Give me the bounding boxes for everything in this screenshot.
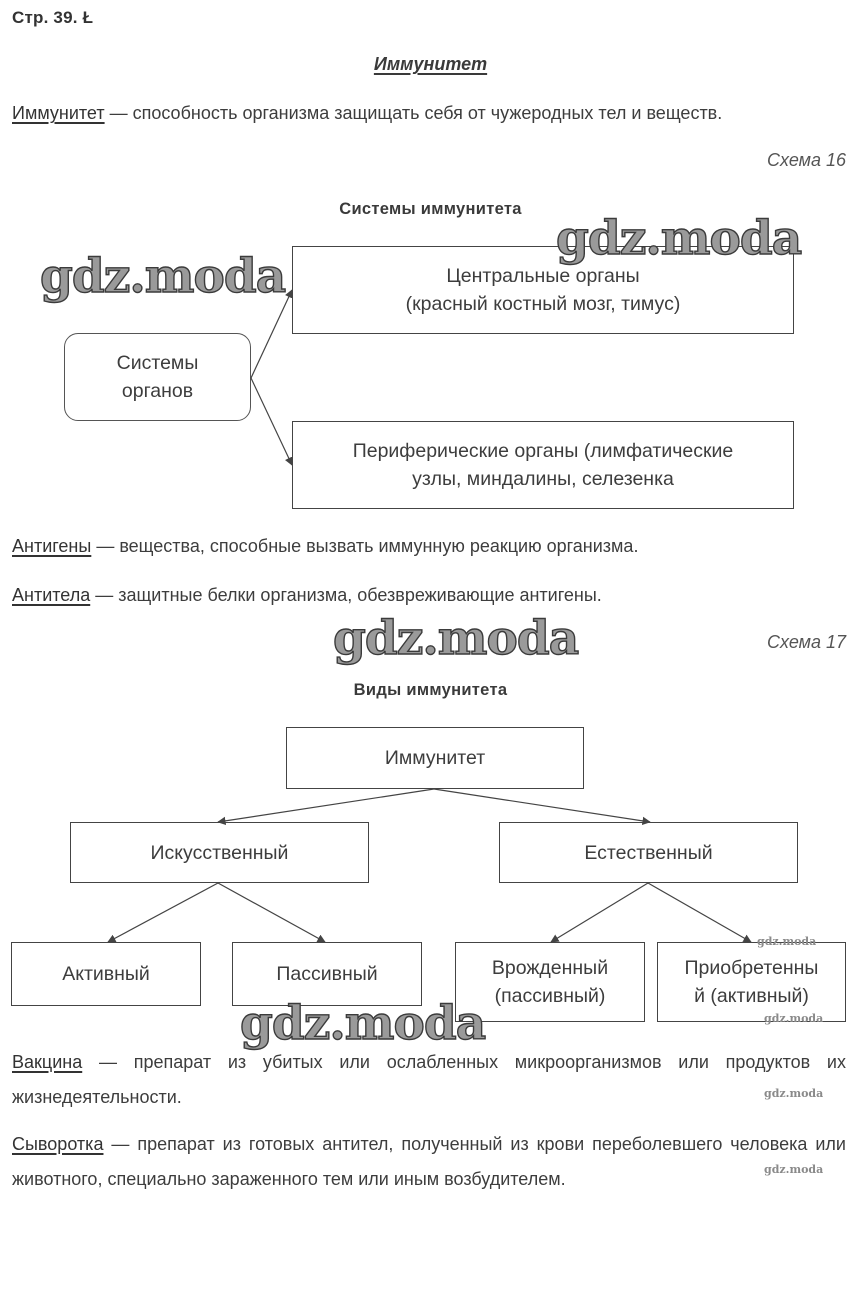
term-antibodies: Антитела [12,585,91,605]
node-innate-line-1: Врожденный [491,957,609,979]
arrow-organ-systems-to-central [250,289,293,379]
node-artificial: Искусственный [70,822,369,883]
node-innate: Врожденный (пассивный) [455,942,645,1022]
node-artificial-label: Искусственный [150,841,289,864]
watermark: gdz.moda [332,611,580,666]
node-acquired-line-2: й (активный) [694,985,809,1007]
schema-17-title: Виды иммунитета [353,681,508,699]
definition-immunity: Иммунитет — способность организма защища… [12,96,846,131]
schema-16-label: Схема 16 [767,150,846,170]
arrow-natural-to-acquired [647,882,752,943]
node-passive: Пассивный [232,942,422,1006]
term-immunity: Иммунитет [12,103,105,123]
definition-immunity-text: — способность организма защищать себя от… [104,103,723,123]
arrow-immunity-to-artificial [217,788,435,826]
watermark: gdz.moda [239,996,487,1051]
arrow-immunity-to-natural [433,788,651,826]
node-immunity: Иммунитет [286,727,584,789]
definition-serum: Сыворотка — препарат из готовых антител,… [12,1127,846,1197]
node-acquired: Приобретенны й (активный) [657,942,846,1022]
node-peripheral-organs-line-2: узлы, миндалины, селезенка [412,468,674,490]
node-organ-systems: Системы органов [64,333,251,421]
arrow-artificial-to-active [107,882,219,943]
term-serum: Сыворотка [12,1134,104,1154]
node-innate-line-2: (пассивный) [494,985,606,1007]
node-central-organs-line-1: Центральные органы [446,265,640,287]
node-immunity-label: Иммунитет [384,747,486,769]
arrow-natural-to-innate [550,882,649,943]
node-organ-systems-line-1: Системы [116,352,199,374]
page-title-text: Иммунитет [373,54,488,74]
page-title: Иммунитет [0,54,861,75]
node-peripheral-organs: Периферические органы (лимфатические узл… [292,421,794,509]
node-central-organs-line-2: (красный костный мозг, тимус) [405,293,681,315]
schema-16-title: Системы иммунитета [339,200,522,218]
definition-vaccine: Вакцина — препарат из убитых или ослабле… [12,1045,846,1115]
definition-antibodies: Антитела — защитные белки организма, обе… [12,578,846,613]
node-central-organs: Центральные органы (красный костный мозг… [292,246,794,334]
term-antigens: Антигены [12,536,92,556]
node-peripheral-organs-line-1: Периферические органы (лимфатические [352,440,734,462]
term-vaccine: Вакцина [12,1052,83,1072]
schema-17-label: Схема 17 [767,632,846,652]
node-organ-systems-line-2: органов [121,380,194,402]
node-natural: Естественный [499,822,798,883]
definition-antigens-text: — вещества, способные вызвать иммунную р… [91,536,639,556]
watermark: gdz.moda [39,249,287,304]
node-passive-label: Пассивный [276,963,378,985]
page-reference: Стр. 39. Ł [12,8,94,27]
definition-vaccine-text: — препарат из убитых или ослабленных мик… [12,1052,846,1107]
definition-antigens: Антигены — вещества, способные вызвать и… [12,529,846,564]
node-natural-label: Естественный [584,841,713,864]
node-active-label: Активный [62,963,150,985]
node-acquired-line-1: Приобретенны [684,957,819,979]
node-active: Активный [11,942,201,1006]
definition-serum-text: — препарат из готовых антител, полученны… [12,1134,846,1189]
arrow-organ-systems-to-peripheral [250,377,293,466]
arrow-artificial-to-passive [217,882,326,943]
definition-antibodies-text: — защитные белки организма, обезвреживаю… [90,585,602,605]
